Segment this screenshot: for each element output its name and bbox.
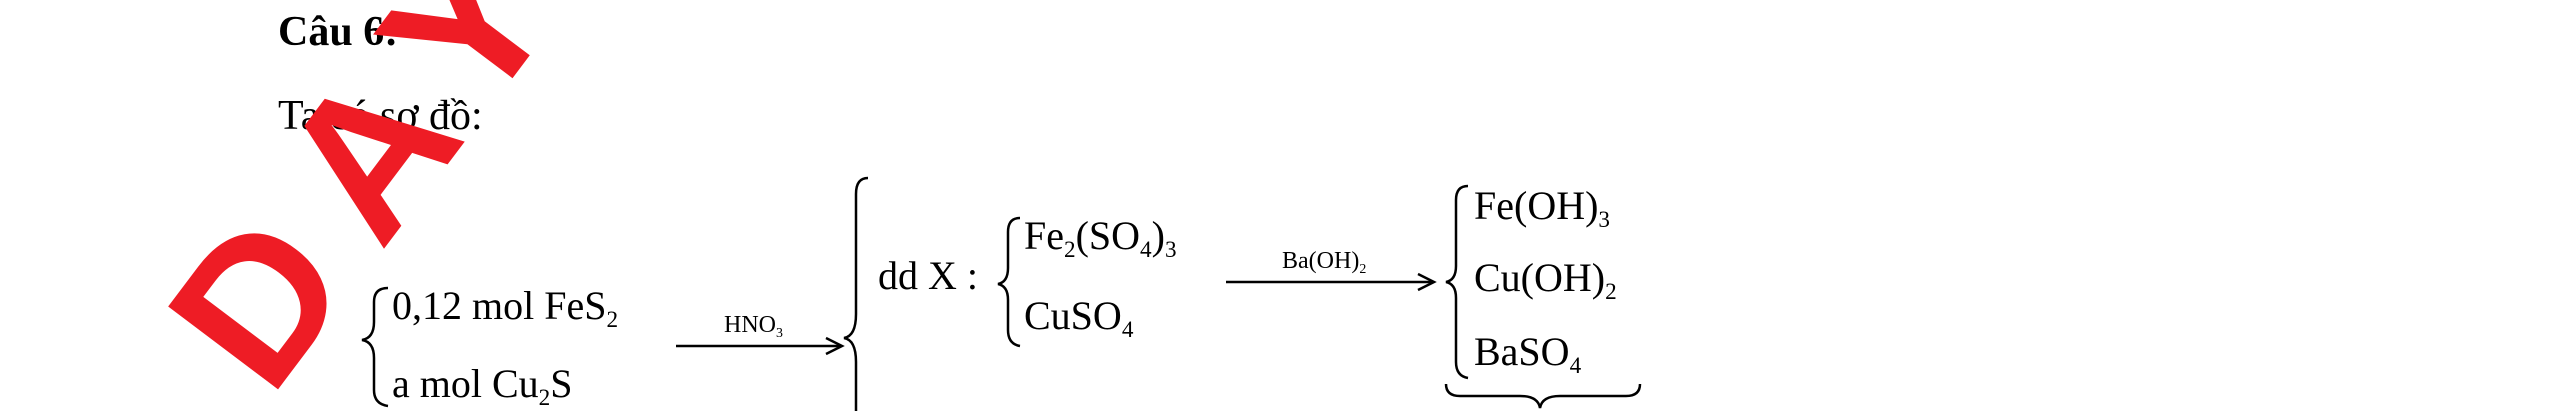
watermark-letters: DAY K bbox=[126, 0, 786, 411]
reactant-cu2s-suffix: S bbox=[550, 361, 573, 406]
feoh-text: Fe(OH) bbox=[1474, 183, 1599, 228]
paren-text: ) bbox=[1151, 213, 1165, 258]
precipitate-cuoh2: Cu(OH)2 bbox=[1474, 254, 1617, 304]
reactants-brace-icon bbox=[361, 286, 389, 408]
cuso-sub: 4 bbox=[1121, 317, 1134, 344]
reactant-fes2: 0,12 mol FeS2 bbox=[392, 282, 618, 332]
cuso-text: CuSO bbox=[1024, 293, 1122, 338]
cuoh-text: Cu(OH) bbox=[1474, 255, 1606, 300]
paren-sub: 3 bbox=[1164, 237, 1177, 264]
fe-text: Fe bbox=[1024, 213, 1064, 258]
precipitate-feoh3: Fe(OH)3 bbox=[1474, 182, 1610, 232]
baso-text: BaSO bbox=[1474, 329, 1570, 374]
arrow-baoh2-head-icon bbox=[1417, 272, 1437, 292]
solution-items-brace-icon bbox=[997, 216, 1021, 348]
question-heading: Câu 6: bbox=[278, 9, 399, 55]
reagent-hno3-sub: 3 bbox=[776, 325, 783, 341]
reagent-baoh2: Ba(OH)2 bbox=[1282, 248, 1367, 277]
so-text: (SO bbox=[1075, 213, 1141, 258]
solution-fe2so43: Fe2(SO4)3 bbox=[1024, 212, 1177, 262]
reactant-fes2-text: 0,12 mol FeS bbox=[392, 283, 607, 328]
arrow-hno3-head-icon bbox=[825, 336, 845, 356]
fe-sub: 2 bbox=[1064, 237, 1076, 264]
feoh-sub: 3 bbox=[1598, 207, 1611, 234]
reagent-hno3-text: HNO bbox=[724, 312, 776, 338]
reagent-hno3: HNO3 bbox=[724, 312, 783, 341]
cuoh-sub: 2 bbox=[1605, 279, 1617, 306]
intro-text: Ta có sơ đồ: bbox=[278, 93, 483, 139]
reagent-baoh2-sub: 2 bbox=[1359, 261, 1367, 277]
solution-label: dd X : bbox=[878, 253, 978, 298]
precipitate-underbrace-icon bbox=[1444, 383, 1642, 409]
precipitate-baso4: BaSO4 bbox=[1474, 328, 1581, 378]
reactant-cu2s-text: a mol Cu bbox=[392, 361, 539, 406]
reagent-baoh2-text: Ba(OH) bbox=[1282, 248, 1360, 274]
reactant-cu2s-sub: 2 bbox=[538, 385, 551, 411]
solution-brace-icon bbox=[843, 176, 869, 411]
reactant-fes2-sub: 2 bbox=[606, 307, 619, 334]
reactant-cu2s: a mol Cu2S bbox=[392, 360, 573, 410]
svg-text:DAY K: DAY K bbox=[126, 0, 786, 411]
so-sub: 4 bbox=[1140, 237, 1152, 264]
baso-sub: 4 bbox=[1569, 353, 1582, 380]
precipitate-brace-icon bbox=[1445, 184, 1469, 380]
solution-cuso4: CuSO4 bbox=[1024, 292, 1133, 342]
